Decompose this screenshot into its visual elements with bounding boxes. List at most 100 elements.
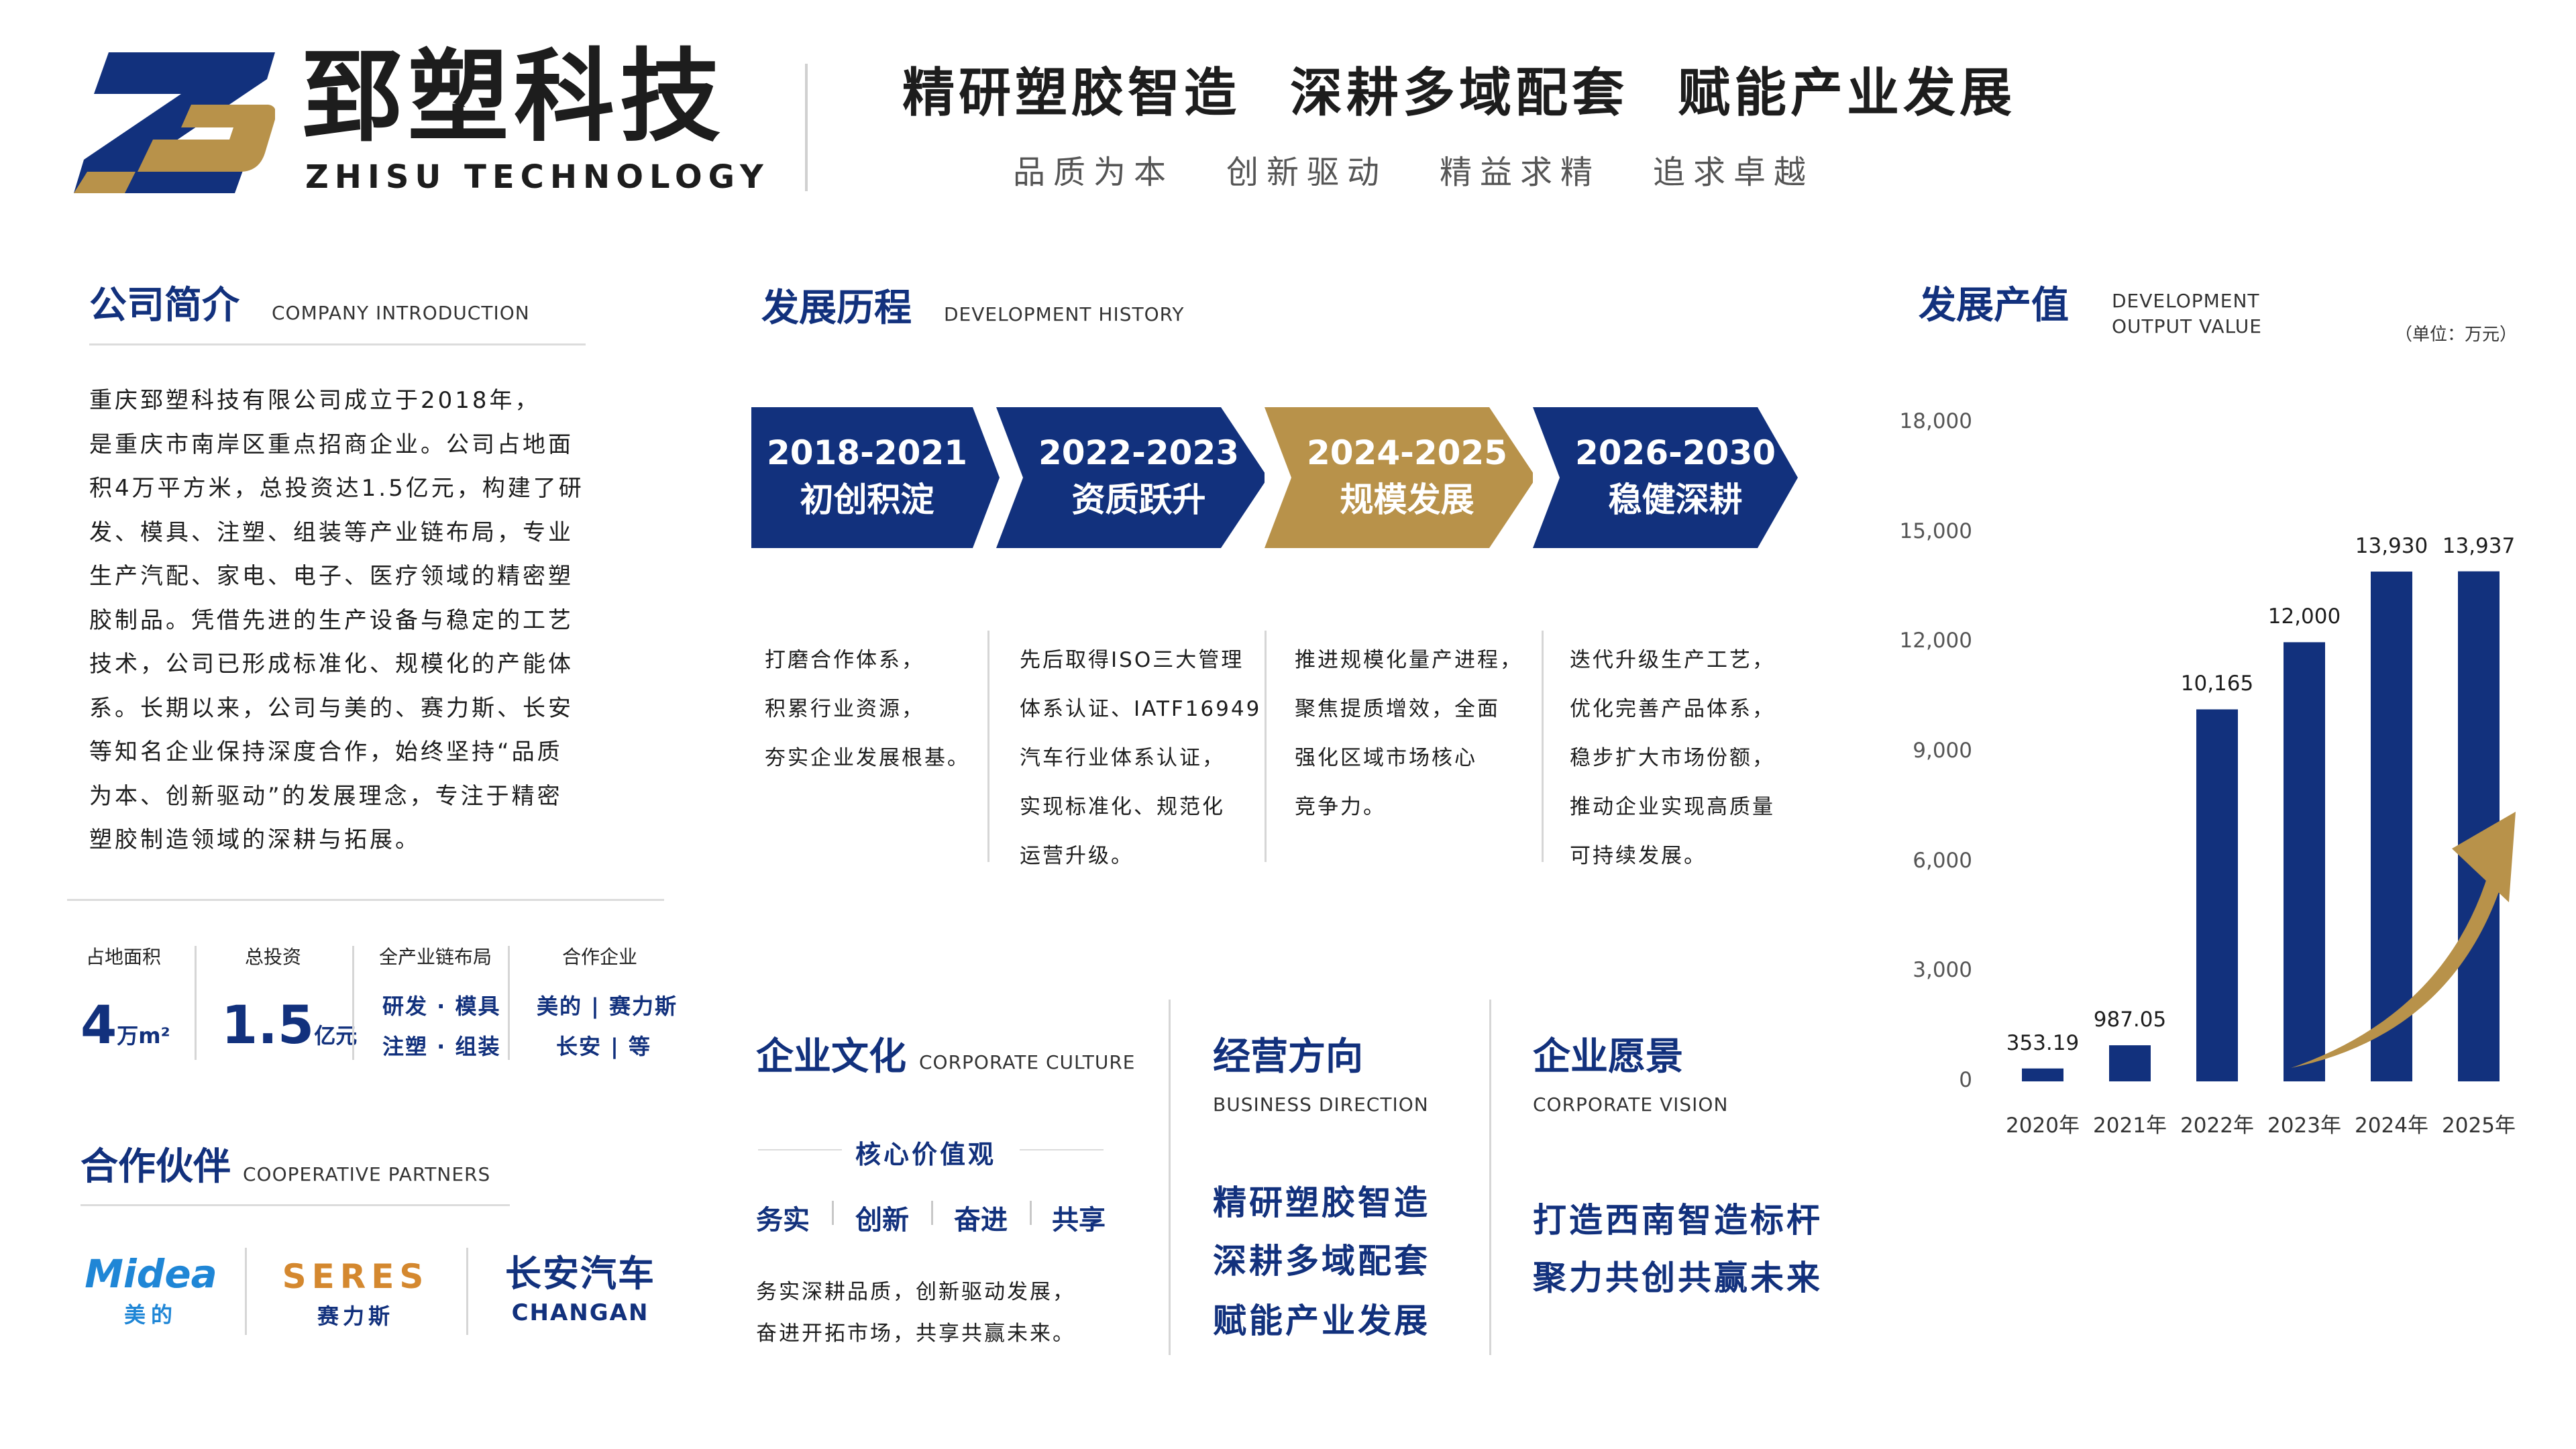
bar	[2022, 1068, 2063, 1081]
stage-desc-line: 竞争力。	[1295, 795, 1386, 819]
bar-value-label: 353.19	[2006, 1030, 2080, 1055]
stat-investment-unit: 亿元	[314, 1023, 358, 1049]
direction-item: 赋能产业发展	[1213, 1301, 1430, 1340]
bar	[2458, 571, 2500, 1081]
stat-chain-line: 研发 · 模具	[382, 994, 501, 1019]
stat-partners: 美的 | 赛力斯 长安 | 等	[537, 986, 678, 1067]
bar-value-label: 10,165	[2180, 672, 2254, 696]
core-value: 务实	[756, 1205, 810, 1236]
culture-title: 企业文化	[756, 1035, 906, 1079]
core-values-title: 核心价值观	[855, 1140, 997, 1169]
vision-subtitle: CORPORATE VISION	[1533, 1093, 1729, 1116]
direction-item: 精研塑胶智造	[1213, 1183, 1430, 1222]
stat-label-chain: 全产业链布局	[379, 946, 492, 968]
intro-underline	[89, 343, 586, 345]
stage-chevron-2	[996, 407, 1265, 548]
stat-partners-line: 美的 | 赛力斯	[537, 994, 678, 1019]
x-tick-label: 2024年	[2355, 1114, 2428, 1138]
culture-desc-line: 奋进开拓市场，共享共赢未来。	[756, 1322, 1075, 1346]
stat-divider	[195, 946, 197, 1060]
stage-desc-line: 夯实企业发展根基。	[765, 746, 970, 770]
output-subtitle: DEVELOPMENT OUTPUT VALUE	[2112, 288, 2262, 339]
culture-subtitle: CORPORATE CULTURE	[919, 1051, 1136, 1073]
bar	[2371, 572, 2412, 1081]
stage-label-4: 2026-2030 稳健深耕	[1560, 429, 1791, 523]
direction-title: 经营方向	[1213, 1035, 1363, 1079]
core-rule-right	[1020, 1149, 1104, 1150]
intro-line: 发、模具、注塑、组装等产业链布局，专业	[89, 519, 574, 546]
logo-s-shape	[138, 105, 275, 172]
stat-area-value: 4	[80, 996, 117, 1056]
core-sep	[931, 1201, 933, 1225]
partner-seres-logo: SERES	[282, 1257, 429, 1296]
stage-name: 初创积淀	[800, 480, 934, 519]
intro-line: 技术，公司已形成标准化、规模化的产能体	[89, 651, 574, 678]
value-item: 追求卓越	[1653, 154, 1815, 191]
trend-arrow-body	[2291, 872, 2502, 1068]
culture-desc: 务实深耕品质，创新驱动发展， 奋进开拓市场，共享共赢未来。	[756, 1271, 1075, 1354]
stage-label-1: 2018-2021 初创积淀	[751, 429, 983, 523]
stat-label-area: 占地面积	[86, 946, 162, 968]
partner-divider	[466, 1248, 468, 1335]
stat-chain: 研发 · 模具 注塑 · 组装	[382, 986, 500, 1067]
core-value: 创新	[855, 1205, 909, 1236]
partner-divider	[245, 1248, 247, 1335]
bar-value-label: 12,000	[2267, 604, 2341, 629]
stage-divider	[987, 631, 989, 862]
output-title: 发展产值	[1919, 284, 2069, 327]
stage-desc-3: 推进规模化量产进程， 聚焦提质增效，全面 强化区域市场核心 竞争力。	[1295, 636, 1523, 832]
stat-label-investment: 总投资	[245, 946, 302, 968]
culture-divider	[1169, 1000, 1171, 1355]
stat-label-partners: 合作企业	[562, 946, 638, 968]
stage-desc-line: 聚焦提质增效，全面	[1295, 697, 1500, 721]
partner-changan-en: CHANGAN	[511, 1299, 649, 1326]
vision-item: 打造西南智造标杆	[1533, 1201, 1823, 1240]
stage-desc-line: 先后取得ISO三大管理	[1020, 648, 1244, 672]
x-tick-label: 2021年	[2093, 1114, 2167, 1138]
brand-name-cn: 郅塑科技	[302, 39, 727, 156]
stat-area-unit: 万m²	[117, 1023, 170, 1049]
stage-chevron-1	[751, 407, 1000, 548]
core-sep	[832, 1201, 834, 1225]
value-item: 创新驱动	[1226, 154, 1388, 191]
stage-name: 规模发展	[1340, 480, 1474, 519]
partner-midea: Midea 美的	[77, 1254, 225, 1326]
intro-line: 重庆郅塑科技有限公司成立于2018年，	[89, 387, 541, 414]
stage-desc-line: 积累行业资源，	[765, 697, 924, 721]
partner-seres: SERES 赛力斯	[275, 1260, 436, 1327]
bar-value-label: 13,930	[2355, 534, 2428, 559]
intro-subtitle: COMPANY INTRODUCTION	[272, 302, 530, 324]
stage-desc-line: 可持续发展。	[1570, 844, 1707, 868]
stage-desc-line: 体系认证、IATF16949	[1020, 697, 1262, 721]
vision-item: 聚力共创共赢未来	[1533, 1258, 1823, 1297]
stage-desc-line: 稳步扩大市场份额，	[1570, 746, 1775, 770]
partner-midea-logo: Midea	[85, 1251, 217, 1297]
partners-title: 合作伙伴	[80, 1145, 231, 1189]
stage-desc-line: 运营升级。	[1020, 844, 1134, 868]
intro-line: 等知名企业保持深度合作，始终坚持“品质	[89, 739, 563, 765]
value-item: 品质为本	[1013, 154, 1175, 191]
intro-paragraph: 重庆郅塑科技有限公司成立于2018年， 是重庆市南岸区重点招商企业。公司占地面 …	[89, 379, 599, 863]
stage-desc-line: 实现标准化、规范化	[1020, 795, 1225, 819]
stage-desc-line: 推进规模化量产进程，	[1295, 648, 1523, 672]
stage-name: 资质跃升	[1071, 480, 1206, 519]
stage-years: 2022-2023	[1038, 433, 1240, 472]
partner-changan: 长安汽车 CHANGAN	[496, 1256, 664, 1326]
stage-years: 2018-2021	[766, 433, 968, 472]
header-slogan: 精研塑胶智造深耕多域配套赋能产业发展	[902, 67, 2016, 119]
header-divider	[805, 64, 808, 191]
direction-divider	[1489, 1000, 1491, 1355]
stage-divider	[1542, 631, 1544, 862]
slogan-item: 深耕多域配套	[1290, 63, 1629, 123]
direction-item: 深耕多域配套	[1213, 1242, 1430, 1281]
intro-line: 系。长期以来，公司与美的、赛力斯、长安	[89, 694, 574, 722]
direction-subtitle: BUSINESS DIRECTION	[1213, 1093, 1429, 1116]
history-subtitle: DEVELOPMENT HISTORY	[944, 303, 1185, 325]
y-tick-label: 18,000	[1899, 409, 1972, 433]
y-tick-label: 15,000	[1899, 519, 1972, 543]
stage-divider	[1265, 631, 1267, 862]
trend-arrow-head	[2452, 812, 2516, 902]
intro-title: 公司简介	[89, 284, 239, 327]
intro-line: 塑胶制造领域的深耕与拓展。	[89, 826, 421, 853]
stat-investment-value: 1.5	[221, 996, 315, 1056]
